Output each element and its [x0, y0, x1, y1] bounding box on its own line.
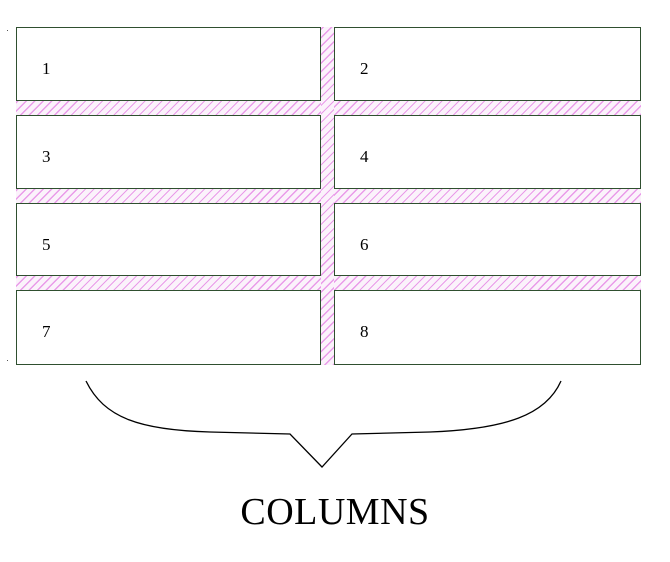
cell-number: 4: [360, 147, 369, 166]
column-gap: [321, 27, 334, 365]
cell-number: 2: [360, 59, 369, 78]
cell-number: 8: [360, 322, 369, 341]
cell-number: 5: [42, 235, 51, 254]
grid-cell: 8: [334, 290, 641, 365]
grid-cell: 2: [334, 27, 641, 101]
grid-cell: 4: [334, 115, 641, 189]
grid-cell: 3: [16, 115, 321, 189]
corner-mark: [7, 30, 8, 31]
cell-number: 6: [360, 235, 369, 254]
grid-cell: 6: [334, 203, 641, 276]
columns-caption: COLUMNS: [240, 491, 430, 533]
grid-cell: 7: [16, 290, 321, 365]
cell-number: 7: [42, 322, 51, 341]
brace-path: [85, 380, 562, 468]
corner-mark: [7, 360, 8, 361]
cell-number: 1: [42, 59, 51, 78]
grid-cell: 5: [16, 203, 321, 276]
grid-cell: 1: [16, 27, 321, 101]
cell-number: 3: [42, 147, 51, 166]
